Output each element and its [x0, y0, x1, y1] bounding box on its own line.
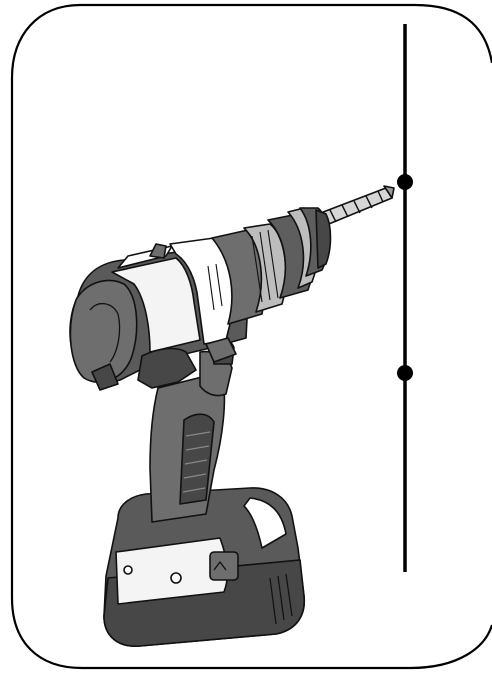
cordless-drill [69, 185, 395, 647]
upper-marker [397, 174, 413, 190]
motor-housing [69, 237, 249, 391]
direction-switch [205, 337, 237, 363]
drill-bit [317, 185, 395, 227]
chuck-assembly [211, 207, 332, 325]
drill-handle [149, 337, 235, 523]
rounded-frame [10, 3, 492, 670]
lower-marker [397, 365, 413, 381]
battery-pack [103, 487, 305, 647]
